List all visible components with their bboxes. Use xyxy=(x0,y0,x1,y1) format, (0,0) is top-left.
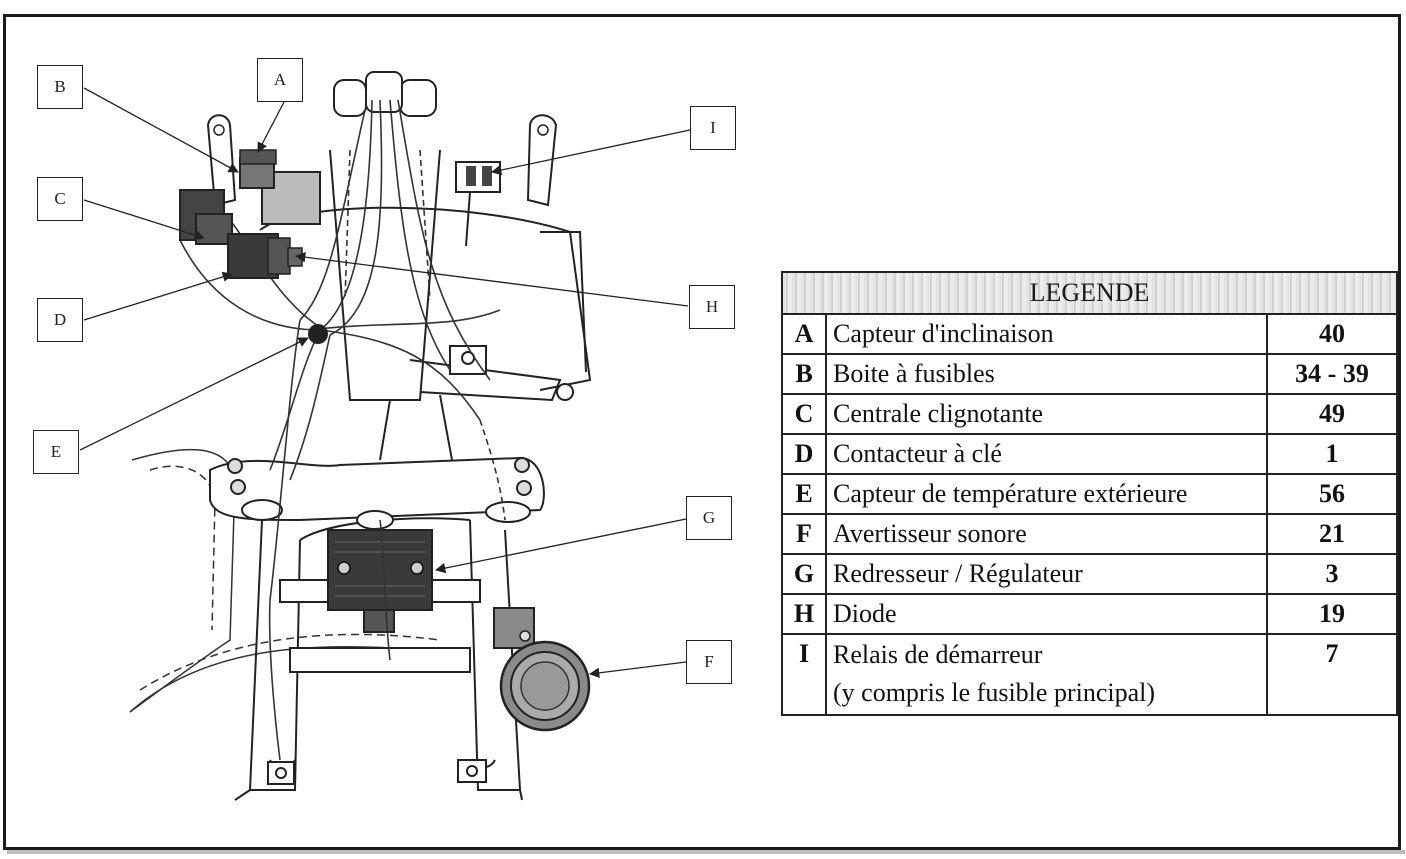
legend-page: 34 - 39 xyxy=(1295,359,1369,388)
callout-box-f: F xyxy=(686,640,732,684)
callout-label: B xyxy=(54,77,66,96)
legend-letter: F xyxy=(783,515,827,553)
callout-label: C xyxy=(54,189,66,208)
frame-shadow xyxy=(7,850,1405,854)
legend-description: Redresseur / Régulateur xyxy=(827,555,1268,593)
legend-letter: C xyxy=(783,395,827,433)
legend-row: E Capteur de température extérieure 56 xyxy=(783,475,1396,515)
starter-relay xyxy=(455,161,501,247)
leader-B xyxy=(83,87,239,173)
legend-row: I Relais de démarreur (y compris le fusi… xyxy=(783,635,1396,716)
legend-page: 1 xyxy=(1325,439,1339,468)
callout-label: I xyxy=(710,118,716,137)
legend-letter: D xyxy=(783,435,827,473)
harness-junction xyxy=(308,324,328,344)
fuse-box xyxy=(239,157,321,225)
leader-H xyxy=(294,252,689,307)
legend-table: LEGENDE A Capteur d'inclinaison 40 B Boi… xyxy=(781,271,1398,716)
callout-label: F xyxy=(704,652,714,671)
legend-page: 21 xyxy=(1319,519,1345,548)
wire-harness xyxy=(179,99,506,761)
callout-box-c: C xyxy=(37,177,83,221)
legend-row: A Capteur d'inclinaison 40 xyxy=(783,315,1396,355)
page-frame xyxy=(3,14,1401,850)
legend-description: Diode xyxy=(827,595,1268,633)
legend-letter: E xyxy=(783,475,827,513)
callout-box-a: A xyxy=(257,58,303,102)
legend-page: 49 xyxy=(1319,399,1345,428)
legend-description: Relais de démarreur (y compris le fusibl… xyxy=(827,635,1268,716)
legend-description-line1: Relais de démarreur xyxy=(833,640,1043,669)
legend-description: Boite à fusibles xyxy=(827,355,1268,393)
legend-description: Capteur de température extérieure xyxy=(827,475,1268,513)
legend-row: F Avertisseur sonore 21 xyxy=(783,515,1396,555)
leader-C xyxy=(83,199,205,241)
callout-label: A xyxy=(273,70,287,89)
legend-page: 40 xyxy=(1319,319,1345,348)
legend-page: 19 xyxy=(1319,599,1345,628)
callout-box-i: I xyxy=(690,106,736,150)
horn xyxy=(493,607,591,732)
legend-page: 3 xyxy=(1325,559,1339,588)
legend-letter: H xyxy=(783,595,827,633)
rectifier-regulator xyxy=(327,529,433,633)
legend-description: Contacteur à clé xyxy=(827,435,1268,473)
leader-G xyxy=(434,518,687,574)
legend-letter: B xyxy=(783,355,827,393)
tilt-sensor xyxy=(239,149,277,165)
legend-description: Capteur d'inclinaison xyxy=(827,315,1268,353)
legend-description: Centrale clignotante xyxy=(827,395,1268,433)
legend-title: LEGENDE xyxy=(783,273,1396,315)
callout-label: E xyxy=(50,442,62,461)
legend-letter: I xyxy=(783,635,827,716)
callout-box-g: G xyxy=(686,496,732,540)
leader-D xyxy=(83,271,233,321)
legend-page: 56 xyxy=(1319,479,1345,508)
legend-letter: A xyxy=(783,315,827,353)
legend-letter: G xyxy=(783,555,827,593)
callout-label: G xyxy=(702,508,716,527)
legend-row: H Diode 19 xyxy=(783,595,1396,635)
legend-description: Avertisseur sonore xyxy=(827,515,1268,553)
callout-box-h: H xyxy=(689,285,735,329)
leader-lines xyxy=(79,87,691,678)
leader-I xyxy=(490,129,691,176)
callout-box-b: B xyxy=(37,65,83,109)
wiring-diagram xyxy=(79,71,691,801)
callout-box-e: E xyxy=(33,430,79,474)
ignition-switch xyxy=(227,233,291,279)
legend-description-line2: (y compris le fusible principal) xyxy=(833,678,1156,707)
legend-row: G Redresseur / Régulateur 3 xyxy=(783,555,1396,595)
legend-row: D Contacteur à clé 1 xyxy=(783,435,1396,475)
legend-row: C Centrale clignotante 49 xyxy=(783,395,1396,435)
legend-row: B Boite à fusibles 34 - 39 xyxy=(783,355,1396,395)
leader-A xyxy=(257,101,285,153)
callout-box-d: D xyxy=(37,298,83,342)
top-mounts xyxy=(206,71,558,207)
leader-E xyxy=(79,337,309,451)
callout-label: H xyxy=(705,297,719,316)
flasher-unit xyxy=(179,189,233,245)
leader-F xyxy=(588,661,687,678)
legend-page: 7 xyxy=(1325,639,1339,668)
callout-label: D xyxy=(53,310,67,329)
